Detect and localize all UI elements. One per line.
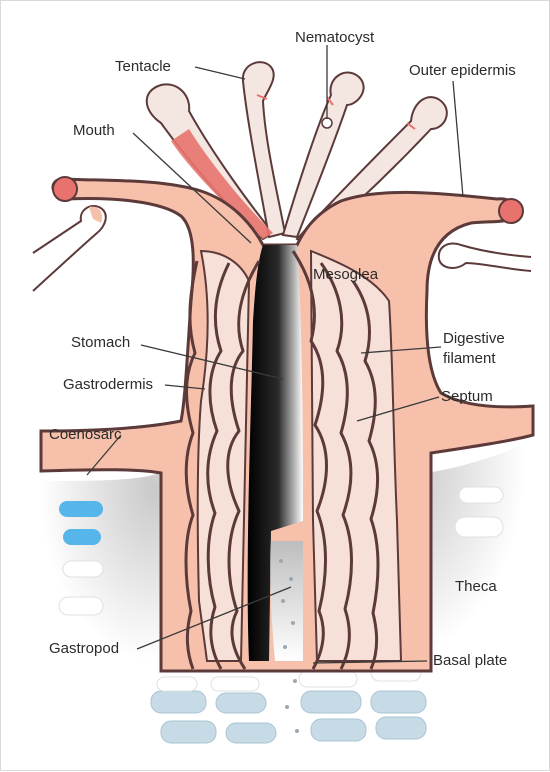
left-lip-knob [53,177,77,201]
nematocyst-dot [322,118,332,128]
label-outer-epidermis: Outer epidermis [409,62,516,79]
label-nematocyst: Nematocyst [295,29,375,46]
label-gastrodermis: Gastrodermis [63,376,153,393]
right-lip-knob [499,199,523,223]
label-mouth: Mouth [73,122,115,139]
label-coenosarc: Coenosarc [49,426,122,443]
label-digestive: Digestive [443,330,505,347]
outer-tentacle-right [439,244,531,271]
label-theca: Theca [455,578,497,595]
basal-skeleton-blocks [151,691,426,743]
label-filament: filament [443,350,496,367]
label-stomach: Stomach [71,334,130,351]
label-tentacle: Tentacle [115,58,171,75]
gastropod-channel [270,541,303,661]
label-basal-plate: Basal plate [433,652,507,669]
label-mesoglea: Mesoglea [313,266,379,283]
label-septum: Septum [441,388,493,405]
label-gastropod: Gastropod [49,640,119,657]
